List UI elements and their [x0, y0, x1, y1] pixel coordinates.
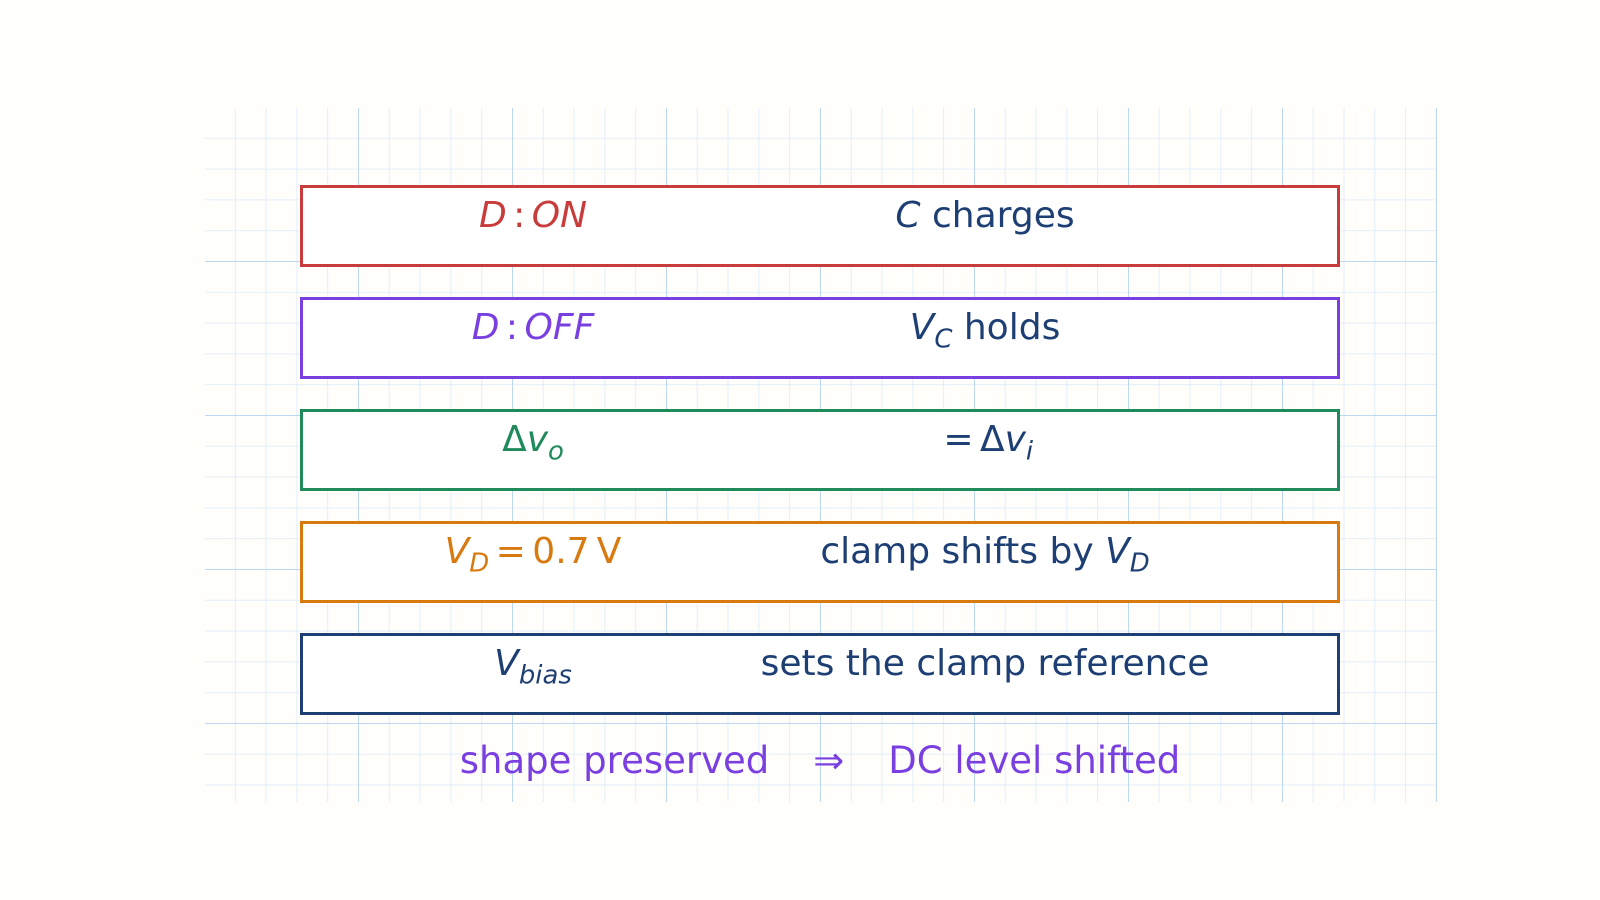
input-delta: =Δvi: [937, 418, 1033, 473]
state-label: ON: [531, 195, 588, 236]
conclusion: shape preserved ⇒ DC level shifted: [0, 738, 1600, 784]
voltage-symbol: V: [1105, 531, 1130, 572]
row-bias: Vbias sets the clamp reference: [300, 633, 1340, 715]
row-diode-off: D:OFF VC holds: [300, 297, 1340, 379]
variable-subscript: o: [548, 436, 564, 467]
conclusion-left: shape preserved: [459, 739, 770, 782]
bias-voltage: Vbias: [494, 642, 572, 697]
voltage-symbol: V: [444, 531, 470, 572]
variable-subscript: i: [1025, 436, 1034, 467]
voltage-subscript: D: [469, 548, 490, 579]
diode-on-state: D:ON: [479, 194, 587, 238]
diode-symbol: D: [478, 195, 507, 236]
voltage-subscript: D: [1129, 548, 1150, 579]
separator: :: [513, 195, 526, 236]
voltage-symbol: V: [494, 643, 519, 684]
variable-symbol: v: [526, 419, 549, 460]
drop-unit: V: [596, 531, 622, 572]
note-text: charges: [932, 195, 1075, 236]
row-delta: Δvo =Δvi: [300, 409, 1340, 491]
separator: :: [505, 307, 519, 348]
output-delta: Δvo: [502, 418, 564, 473]
note-text: clamp shifts by: [820, 531, 1094, 572]
note-text: sets the clamp reference: [760, 643, 1210, 684]
equals-sign: =: [943, 419, 974, 460]
clamp-shift-note: clamp shifts by VD: [820, 530, 1149, 585]
note-text: holds: [963, 307, 1061, 348]
delta-symbol: Δ: [502, 419, 527, 460]
diode-off-state: D:OFF: [472, 306, 595, 350]
state-label: OFF: [524, 307, 595, 348]
bias-note: sets the clamp reference: [761, 642, 1210, 686]
capacitor-holds-note: VC holds: [910, 306, 1061, 361]
drop-value: 0.7: [532, 531, 590, 572]
row-diode-on: D:ON C charges: [300, 185, 1340, 267]
conclusion-right: DC level shifted: [888, 739, 1181, 782]
capacitor-symbol: C: [895, 195, 921, 236]
implies-arrow-icon: ⇒: [813, 739, 845, 782]
capacitor-charges-note: C charges: [895, 194, 1074, 238]
diode-symbol: D: [471, 307, 500, 348]
equals-sign: =: [495, 531, 526, 572]
voltage-subscript: C: [934, 324, 953, 355]
voltage-subscript: bias: [518, 660, 572, 691]
variable-symbol: v: [1004, 419, 1026, 460]
voltage-symbol: V: [909, 307, 935, 348]
delta-symbol: Δ: [979, 419, 1005, 460]
